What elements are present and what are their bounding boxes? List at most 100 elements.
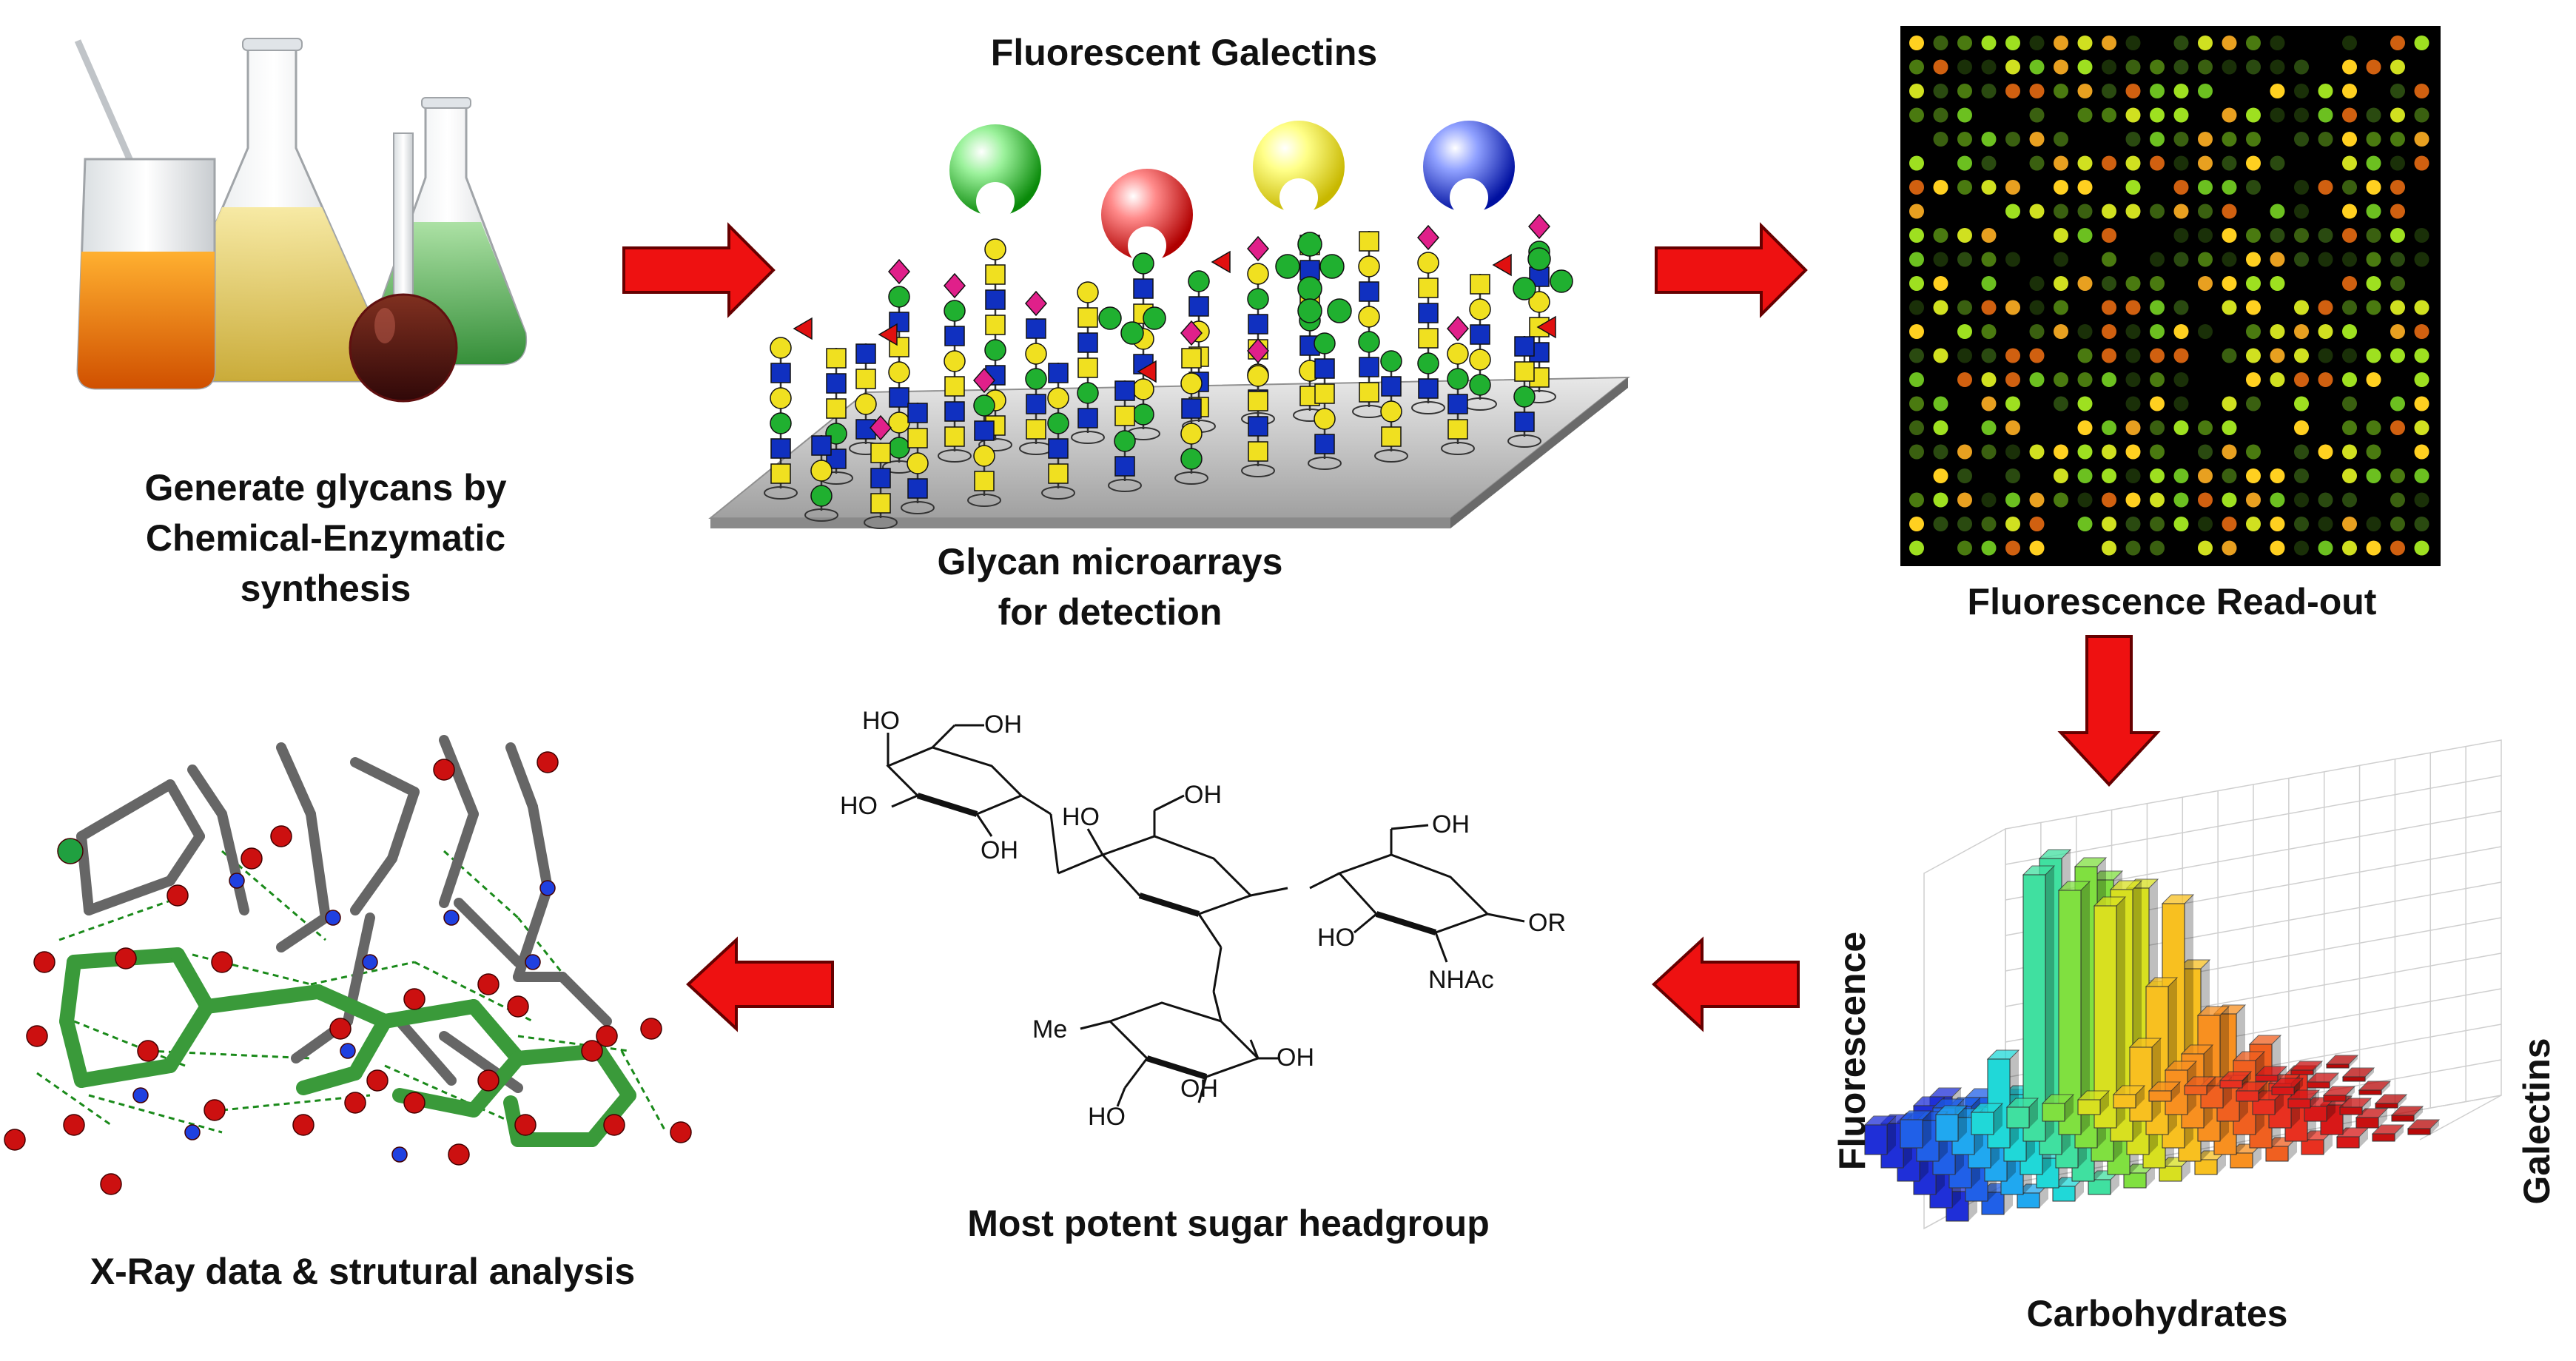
fluorescence-spot — [2342, 468, 2357, 483]
fluorescence-spot — [1909, 420, 1924, 435]
fluorescence-spot — [2246, 300, 2261, 315]
generate-line-2: Chemical-Enzymatic — [145, 517, 506, 559]
fluorescence-spot — [2102, 252, 2116, 267]
fluorescence-spot — [2005, 420, 2020, 435]
fluorescence-spot — [2054, 180, 2068, 195]
generate-glycans-label: Generate glycans by Chemical-Enzymatic s… — [44, 463, 607, 614]
fluorescence-spot — [2173, 107, 2189, 123]
fluorescence-spot — [2366, 468, 2381, 483]
glycan-chain-icon — [967, 367, 1001, 507]
fluorescence-spot — [2270, 276, 2285, 291]
fluorescence-spot — [1981, 396, 1997, 411]
fluorescence-spot — [2342, 517, 2357, 531]
fluorescence-spot — [2318, 107, 2333, 123]
fluorescence-spot — [2029, 300, 2045, 315]
fluorescence-spot — [2342, 324, 2357, 339]
fluorescence-spot — [2125, 348, 2141, 363]
fluorescence-spot — [2125, 372, 2141, 387]
fluorescence-spot — [2270, 468, 2285, 483]
fluorescence-spot — [2173, 300, 2189, 315]
fluorescence-spot — [2077, 468, 2093, 483]
fluorescence-spot — [2125, 300, 2141, 315]
fluorescence-spot — [2005, 540, 2020, 556]
fluorescence-spot — [1957, 107, 1972, 123]
fluorescence-spot — [2270, 252, 2285, 267]
fluorescence-spot — [2294, 444, 2309, 460]
fluorescence-spot — [2366, 228, 2381, 243]
fluorescence-spot — [2198, 540, 2213, 556]
fluorescence-spot — [2029, 132, 2045, 147]
glycan-chain-icon — [1374, 350, 1408, 463]
fluorescence-spot — [2342, 132, 2357, 147]
glycan-chain-icon — [1041, 363, 1075, 500]
fluorescence-spot — [2366, 517, 2381, 531]
fluorescence-spot — [2366, 107, 2381, 123]
fluorescence-spot — [1981, 420, 1997, 435]
fluorescence-spot — [2198, 59, 2213, 75]
chem-ho-right: HO — [1317, 924, 1355, 952]
fluorescence-spot — [2294, 396, 2309, 411]
glycan-chain-icon — [1098, 232, 1573, 345]
fluorescence-spot — [1981, 180, 1997, 195]
fluorescence-spot — [2102, 300, 2116, 315]
fluorescence-spot — [2366, 180, 2381, 195]
chem-ho-mid: HO — [1062, 803, 1100, 831]
fluorescence-spot — [1981, 132, 1997, 147]
fluorescence-spot — [2342, 396, 2357, 411]
fluorescence-spot — [2150, 155, 2165, 171]
glycan-chain-icon — [1108, 360, 1157, 492]
fluorescence-spot — [1957, 372, 1972, 387]
fluorescence-spot — [2390, 132, 2405, 147]
fluorescence-spot — [2390, 492, 2405, 508]
fluorescence-spot — [2173, 517, 2189, 531]
fluorescence-spot — [2270, 204, 2285, 219]
galectin-sphere-icon — [1423, 121, 1515, 217]
fluorescence-spot — [2366, 348, 2381, 363]
fluorescence-spot — [1957, 132, 1972, 147]
fluorescence-spot — [1933, 59, 1948, 75]
fluorescence-spot — [1933, 36, 1948, 50]
fluorescence-spot — [2173, 252, 2189, 267]
fluorescence-spot — [2198, 84, 2213, 98]
chart-bar — [2093, 896, 2127, 1129]
fluorescence-spot — [1933, 228, 1948, 243]
glycan-chain-icon — [804, 435, 838, 522]
fluorescence-spot — [2173, 396, 2189, 411]
fluorescence-spot — [2077, 36, 2093, 50]
fluorescence-spot — [2390, 59, 2405, 75]
fluorescence-spot — [2414, 132, 2429, 147]
fluorescence-spot — [2102, 107, 2116, 123]
fluorescence-spot — [2005, 396, 2020, 411]
fluorescence-spot — [2390, 155, 2405, 171]
fluorescence-spot — [2414, 372, 2429, 387]
fluorescence-spot — [2222, 540, 2237, 556]
fluorescence-spot — [1957, 540, 1972, 556]
fluorescence-spot — [2150, 276, 2165, 291]
fluorescence-spot — [2054, 228, 2068, 243]
fluorescence-spot — [2125, 540, 2141, 556]
fluorescence-spot — [2294, 59, 2309, 75]
fluorescence-spot — [2342, 540, 2357, 556]
fluorescence-spot — [1909, 180, 1924, 195]
glycan-microarrays-label: Glycan microarrays for detection — [821, 537, 1399, 637]
fluorescence-spot — [2246, 396, 2261, 411]
glycan-chain-icon — [849, 323, 898, 455]
fluorescence-spot — [2246, 276, 2261, 291]
fluorescence-spot — [2294, 324, 2309, 339]
fluorescence-spot — [2029, 540, 2045, 556]
fluorescence-spot — [2150, 348, 2165, 363]
fluorescence-spot — [2246, 180, 2261, 195]
fluorescence-spot — [1957, 300, 1972, 315]
fluorescence-spot — [2294, 180, 2309, 195]
fluorescence-spot — [2366, 132, 2381, 147]
fluorescence-spot — [2318, 324, 2333, 339]
fluorescence-spot — [2005, 444, 2020, 460]
chem-me: Me — [1032, 1015, 1067, 1044]
fluorescence-spot — [2005, 84, 2020, 98]
glycan-chain-icon — [938, 272, 972, 463]
fluorescence-spot — [1909, 540, 1924, 556]
chart-bar — [2407, 1119, 2441, 1135]
fluorescence-spot — [2390, 84, 2405, 98]
fluorescence-spot — [2125, 36, 2141, 50]
fluorescence-spot — [1909, 204, 1924, 219]
